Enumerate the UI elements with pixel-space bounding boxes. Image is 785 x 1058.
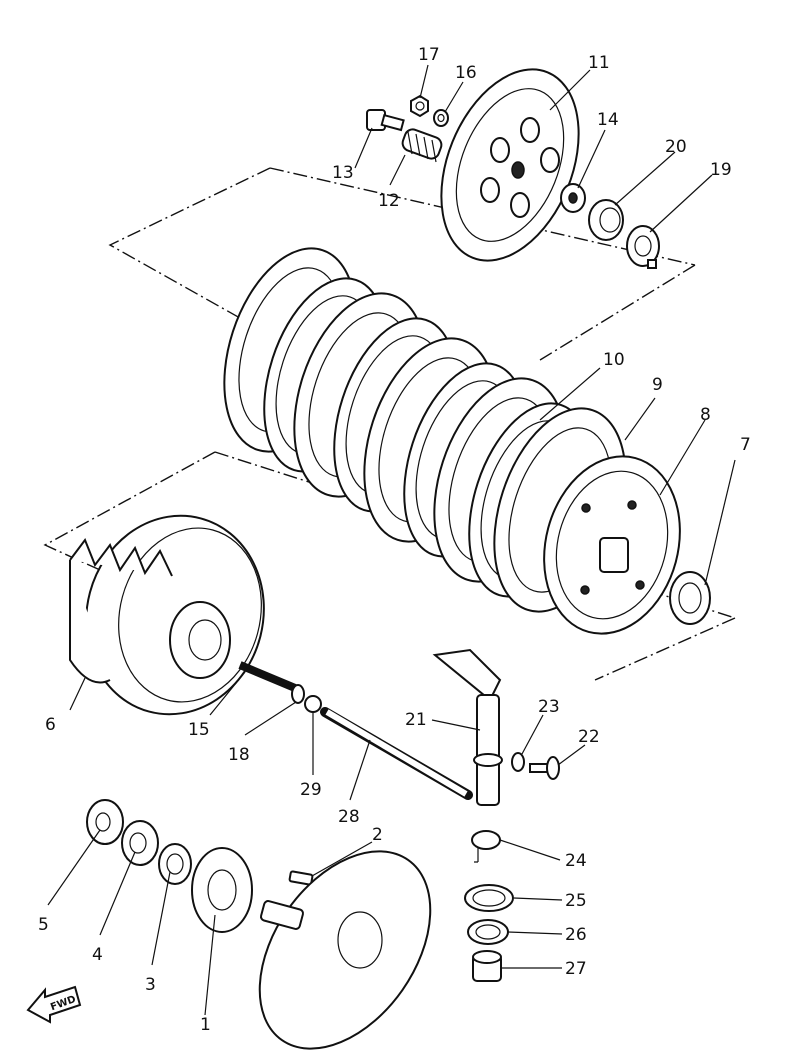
callout-23: 23 bbox=[538, 697, 560, 717]
pressure-plate bbox=[440, 68, 580, 262]
circlip bbox=[669, 571, 711, 625]
clutch-nut bbox=[588, 199, 624, 241]
callout-6: 6 bbox=[45, 715, 56, 735]
crankshaft-plate bbox=[258, 850, 432, 1050]
callout-15: 15 bbox=[188, 720, 210, 740]
callout-21: 21 bbox=[405, 710, 427, 730]
push-lever-shaft bbox=[432, 648, 503, 806]
ball bbox=[291, 684, 305, 704]
push-rod-short bbox=[238, 661, 297, 692]
bearing bbox=[467, 919, 509, 945]
primary-drive-gear bbox=[191, 847, 253, 933]
woodruff-key bbox=[288, 870, 314, 886]
callout-3: 3 bbox=[145, 975, 156, 995]
bolt bbox=[366, 109, 405, 132]
lock-washer bbox=[626, 225, 660, 269]
leader-lines bbox=[47, 64, 736, 1016]
callout-18: 18 bbox=[228, 745, 250, 765]
nut bbox=[410, 94, 429, 118]
callout-9: 9 bbox=[652, 375, 663, 395]
callout-16: 16 bbox=[455, 63, 477, 83]
washer bbox=[433, 109, 449, 127]
oil-seal bbox=[511, 752, 525, 772]
callout-13: 13 bbox=[332, 163, 354, 183]
return-spring bbox=[471, 830, 501, 863]
callout-12: 12 bbox=[378, 191, 400, 211]
callout-29: 29 bbox=[300, 780, 322, 800]
plate-washer bbox=[560, 183, 586, 213]
callout-19: 19 bbox=[710, 160, 732, 180]
circlip-small bbox=[464, 884, 514, 912]
callout-17: 17 bbox=[418, 45, 440, 65]
clutch-housing bbox=[69, 514, 265, 716]
callout-25: 25 bbox=[565, 891, 587, 911]
callout-1: 1 bbox=[200, 1015, 211, 1035]
steel-ball bbox=[304, 695, 322, 713]
callout-22: 22 bbox=[578, 727, 600, 747]
fwd-arrow-icon: FWD bbox=[26, 985, 82, 1024]
callout-28: 28 bbox=[338, 807, 360, 827]
callout-10: 10 bbox=[603, 350, 625, 370]
callout-24: 24 bbox=[565, 851, 587, 871]
callout-5: 5 bbox=[38, 915, 49, 935]
primary-nut bbox=[86, 799, 124, 845]
push-rod-long bbox=[320, 707, 473, 800]
screw bbox=[529, 756, 560, 780]
callout-26: 26 bbox=[565, 925, 587, 945]
callout-14: 14 bbox=[597, 110, 619, 130]
callout-2: 2 bbox=[372, 825, 383, 845]
clutch-spring bbox=[401, 128, 443, 163]
clutch-boss bbox=[543, 455, 681, 635]
callout-7: 7 bbox=[740, 435, 751, 455]
callout-4: 4 bbox=[92, 945, 103, 965]
callout-27: 27 bbox=[565, 959, 587, 979]
callout-11: 11 bbox=[588, 53, 610, 73]
circlip-lower bbox=[158, 843, 192, 885]
lock-washer-lower bbox=[121, 820, 159, 866]
callout-8: 8 bbox=[700, 405, 711, 425]
callout-20: 20 bbox=[665, 137, 687, 157]
needle-bearing bbox=[472, 950, 502, 982]
